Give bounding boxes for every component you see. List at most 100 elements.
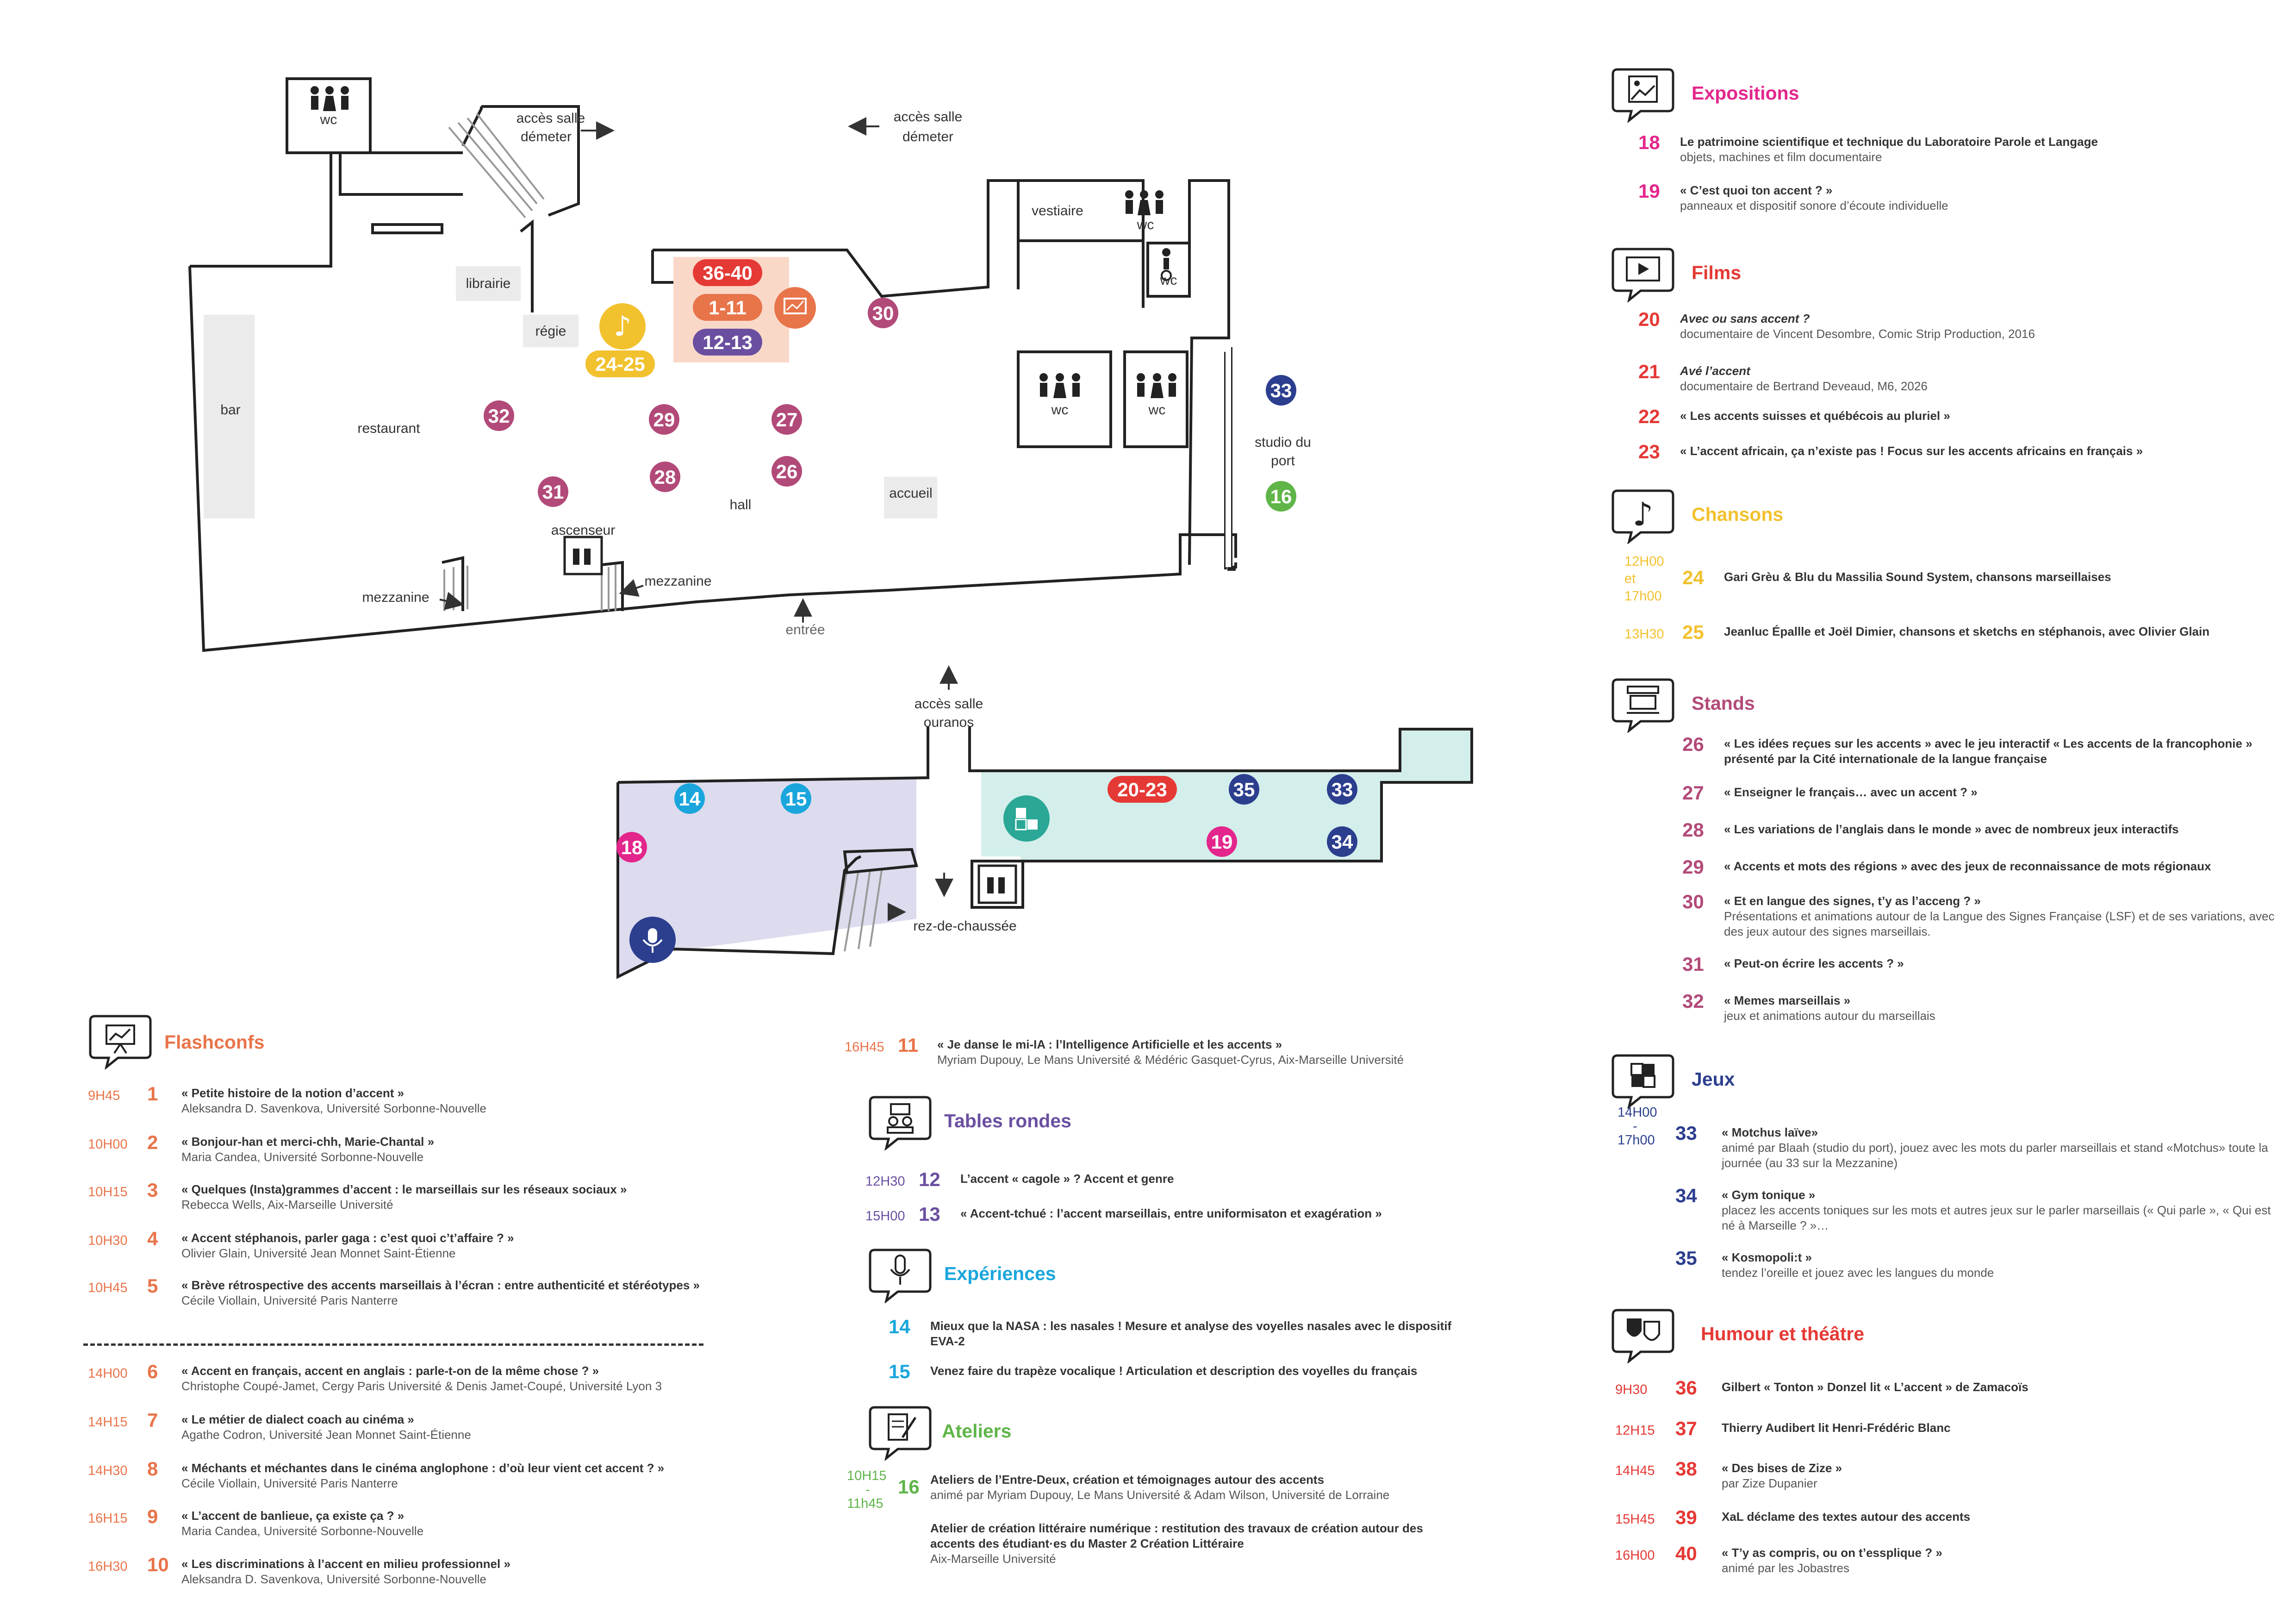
marker-15[interactable] (781, 783, 811, 814)
entry-number: 14 (889, 1316, 910, 1337)
marker-31[interactable] (538, 476, 568, 507)
atelier-title: Atelier de création littéraire numérique… (930, 1521, 1423, 1566)
entry-time: 16H00 (1615, 1548, 1655, 1563)
entry-title: « L’accent de banlieue, ça existe ça ? »… (181, 1509, 424, 1538)
entry-title: « Kosmopoli:t »tendez l’oreille et jouez… (1722, 1250, 1994, 1280)
marker-label: 15 (785, 788, 807, 810)
entry-title: L’accent « cagole » ? Accent et genre (960, 1172, 1174, 1186)
marker-32[interactable] (484, 400, 514, 431)
entry-number: 10 (147, 1554, 169, 1575)
map-label-ouranos: ouranos (924, 715, 974, 730)
map-label-regie: régie (535, 324, 566, 339)
map-label-restaurant: restaurant (357, 421, 420, 436)
map-label-ascenseur: ascenseur (551, 523, 615, 538)
section-title: Stands (1692, 693, 1755, 714)
marker-label: 27 (776, 409, 798, 431)
marker-12-13[interactable] (693, 329, 762, 356)
entry-number: 25 (1682, 621, 1704, 643)
marker-24-25[interactable] (585, 350, 655, 377)
entry-title: Avec ou sans accent ?documentaire de Vin… (1680, 312, 2035, 341)
section-title: Chansons (1692, 504, 1784, 525)
wc-icon-1 (311, 86, 349, 111)
map-label-hall: hall (730, 497, 752, 512)
marker-33-lower[interactable] (1327, 774, 1357, 805)
entry-number: 29 (1682, 856, 1704, 878)
entry-number: 35 (1675, 1247, 1697, 1269)
marker-16[interactable] (1266, 481, 1296, 512)
entry-title: « Accent-tchué : l’accent marseillais, e… (960, 1206, 1382, 1220)
entry-number: 38 (1675, 1458, 1697, 1480)
entry-number: 36 (1675, 1377, 1697, 1399)
entry-number: 22 (1638, 406, 1660, 427)
map-label-wc: wc (1148, 402, 1166, 418)
entry-number: 11 (898, 1034, 919, 1056)
marker-14[interactable] (674, 783, 705, 814)
entry-time: 16H30 (88, 1559, 128, 1574)
marker-1-11[interactable] (693, 294, 762, 321)
marker-19[interactable] (1207, 826, 1237, 857)
map-label-mezzanine: mezzanine (644, 574, 711, 589)
marker-33[interactable] (1266, 375, 1296, 406)
jeux-time-separator: - (1633, 1119, 1637, 1134)
entry-time: 9H45 (88, 1088, 120, 1103)
atelier-time-separator: - (865, 1482, 870, 1497)
entry-title: « Peut-on écrire les accents ? » (1724, 956, 1904, 970)
atelier-time: 10H15 (847, 1468, 887, 1483)
map-label-accueil: accueil (889, 486, 932, 501)
elevator-icon-lower (977, 864, 1017, 904)
librairie-block (456, 266, 521, 301)
entry-time: 14H15 (88, 1415, 128, 1430)
microphone-icon (629, 917, 676, 963)
marker-20-23[interactable] (1108, 776, 1177, 803)
marker-label: 35 (1233, 779, 1255, 800)
entry-number: 8 (147, 1458, 158, 1480)
marker-label: 28 (654, 466, 676, 488)
image-icon (1612, 68, 1674, 123)
entry-number: 4 (147, 1228, 158, 1249)
entry-title: « Accent stéphanois, parler gaga : c’est… (181, 1231, 514, 1260)
entry-number: 5 (147, 1275, 158, 1297)
studio-du-port (1226, 346, 1231, 567)
entry-number: 26 (1682, 733, 1704, 755)
regie-block (523, 315, 579, 347)
marker-label: 32 (488, 405, 510, 427)
entry-title: Gari Grèu & Blu du Massilia Sound System… (1724, 570, 2111, 584)
section-title: Tables rondes (944, 1110, 1071, 1131)
chansons-time: 17h00 (1624, 589, 1662, 604)
chansons-time: 12H00 (1624, 554, 1664, 569)
map-label-wc: wc (1051, 402, 1069, 418)
marker-35[interactable] (1229, 774, 1259, 805)
marker-36-40[interactable] (693, 259, 762, 286)
marker-28[interactable] (650, 462, 680, 492)
marker-29[interactable] (649, 404, 679, 435)
entry-number: 21 (1638, 361, 1660, 382)
marker-label: 26 (776, 461, 798, 482)
entry-title: « Accents et mots des régions » avec des… (1724, 859, 2211, 873)
map-label-studio: studio du (1255, 435, 1311, 450)
map-label-wc: wc (1137, 217, 1154, 232)
section-title: Ateliers (942, 1420, 1012, 1442)
puzzle-icon (1612, 1054, 1674, 1109)
staircase-upper (443, 112, 883, 954)
marker-27[interactable] (772, 404, 802, 435)
entry-title: Mieux que la NASA : les nasales ! Mesure… (930, 1319, 1452, 1348)
marker-34[interactable] (1327, 826, 1357, 857)
marker-18[interactable] (616, 832, 647, 862)
writing-icon (869, 1406, 932, 1461)
entry-number: 20 (1638, 308, 1660, 330)
entry-number: 37 (1675, 1418, 1697, 1439)
entry-title: « Gym tonique »placez les accents toniqu… (1722, 1188, 2271, 1232)
film-icon (1612, 248, 1674, 302)
entry-time: 10H45 (88, 1280, 128, 1295)
marker-26[interactable] (772, 456, 802, 487)
entry-number: 19 (1638, 180, 1660, 202)
marker-30[interactable] (868, 298, 898, 328)
entry-time: 12H30 (865, 1174, 905, 1189)
section-title: Expériences (944, 1263, 1056, 1284)
entry-number: 15 (889, 1361, 910, 1382)
entry-time: 16H45 (845, 1040, 884, 1055)
entry-time: 14H00 (88, 1366, 128, 1381)
entry-number: 34 (1675, 1185, 1697, 1206)
section-title: Humour et théâtre (1701, 1323, 1865, 1344)
